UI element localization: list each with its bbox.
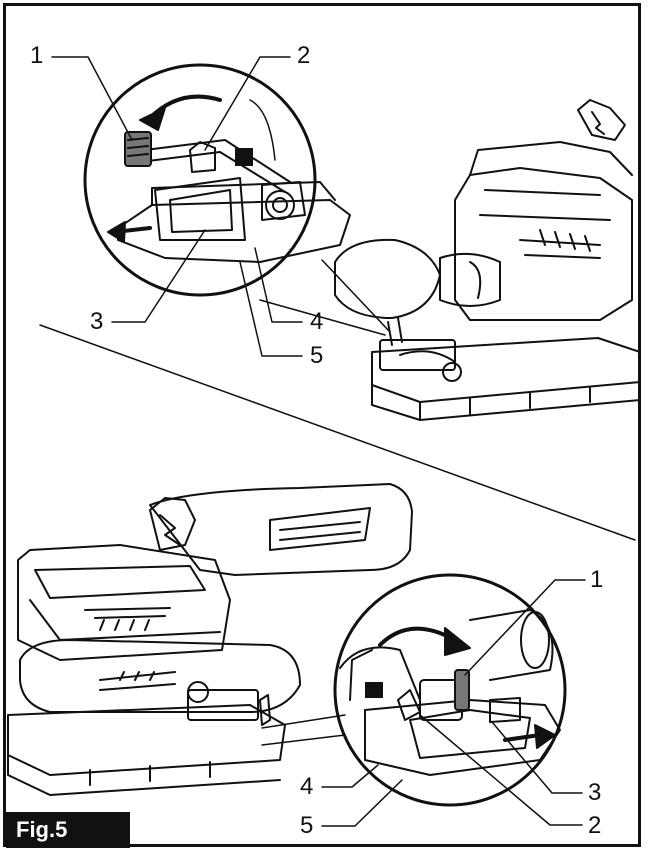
leader-2-bottom [419,714,583,826]
sander-bottom [7,483,413,796]
leader-3-bottom [491,721,583,794]
callout-5-top: 5 [310,342,324,369]
figure-label: Fig.5 [6,812,130,848]
callout-5-bottom: 5 [300,812,314,839]
leader-4-bottom [321,764,379,788]
callout-3-top: 3 [90,308,104,335]
callout-2-bottom: 2 [588,812,602,839]
leader-5-top [239,261,303,357]
callout-1-bottom: 1 [590,566,604,593]
magnified-clamp-top [51,56,351,357]
magnifier-pointer-bottom [261,714,346,746]
figure-frame [3,3,641,847]
callout-3-bottom: 3 [588,779,602,806]
callout-4-bottom: 4 [300,773,314,800]
leader-4-top [254,247,303,323]
divider-line [39,324,636,541]
callout-1-top: 1 [30,42,44,69]
leader-5-bottom [321,779,403,827]
leader-3-top [111,229,206,323]
magnifier-pointer-top [259,259,391,336]
leader-1-top [51,56,133,141]
callout-4-top: 4 [310,308,324,335]
magnified-clamp-bottom [321,573,586,827]
leader-2-top [204,56,291,151]
leader-1-bottom [464,579,586,676]
callout-2-top: 2 [297,42,311,69]
